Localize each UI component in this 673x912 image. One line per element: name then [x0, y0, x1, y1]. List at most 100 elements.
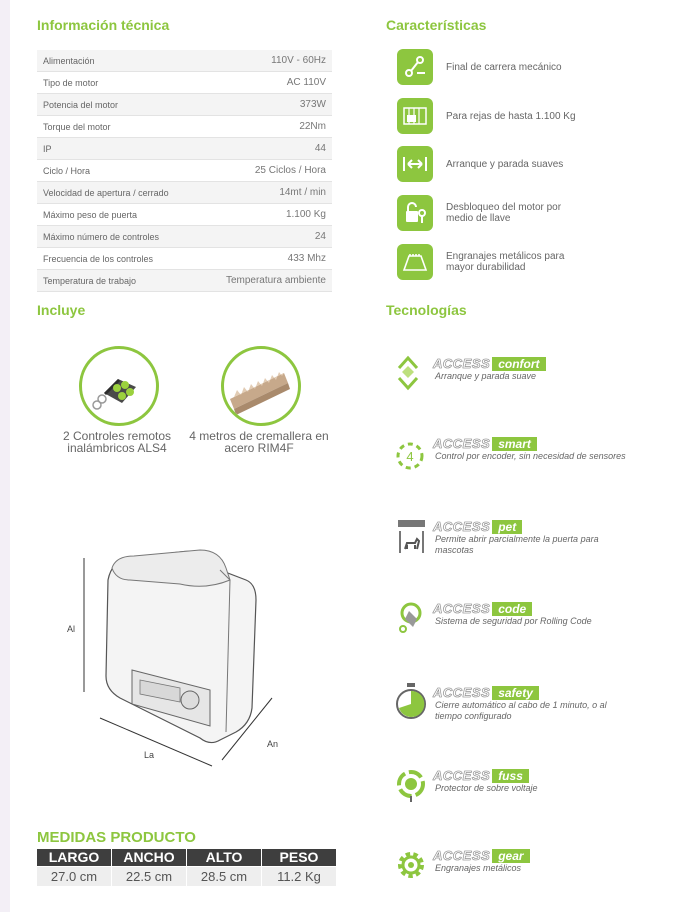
spec-label: IP [43, 143, 52, 154]
brand-tag: confort [492, 356, 546, 371]
spec-row: Máximo número de controles 24 [37, 226, 332, 248]
left-margin-strip [0, 0, 10, 912]
dimensions-table: LARGO 27.0 cm ANCHO 22.5 cm ALTO 28.5 cm… [37, 849, 336, 886]
spec-label: Frecuencia de los controles [43, 253, 154, 264]
brand-tag: code [492, 601, 533, 616]
feature-text: Para rejas de hasta 1.100 Kg [446, 110, 576, 122]
tech-desc: Permite abrir parcialmente la puerta par… [435, 534, 599, 555]
length-label: La [144, 750, 155, 760]
spec-value: 24 [314, 231, 326, 242]
spec-row: Frecuencia de los controles 433 Mhz [37, 248, 332, 270]
spec-value: 25 Ciclos / Hora [254, 165, 326, 176]
spec-label: Máximo número de controles [43, 231, 160, 242]
spec-label: Potencia del motor [43, 99, 119, 110]
key-release-icon [397, 195, 433, 231]
smart-icon: 4 [396, 442, 424, 470]
brand-tag: fuss [492, 768, 529, 783]
brand-word: ACCESS [433, 601, 491, 617]
remote-control-icon [79, 346, 159, 426]
brand-word: ACCESS [433, 848, 491, 864]
spec-row: Ciclo / Hora 25 Ciclos / Hora [37, 160, 332, 182]
tech-desc: Sistema de seguridad por Rolling Code [435, 616, 592, 626]
tech-desc: Control por encoder, sin necesidad de se… [435, 451, 626, 461]
height-label: Al [67, 624, 76, 634]
spec-value: 433 Mhz [287, 253, 326, 264]
pet-icon [398, 520, 425, 553]
tech-desc: Arranque y parada suave [435, 371, 537, 381]
brand-word: ACCESS [433, 356, 491, 372]
brand-word: ACCESS [433, 436, 491, 452]
spec-row: Temperatura de trabajo Temperatura ambien… [37, 270, 332, 292]
spec-label: Máximo peso de puerta [43, 209, 138, 220]
dimension-column: ALTO 28.5 cm [187, 849, 261, 886]
feature-item: Engranajes metálicos para mayor durabili… [397, 244, 647, 280]
fuss-icon [397, 770, 425, 802]
feature-text: Final de carrera mecánico [446, 61, 562, 73]
spec-value: Temperatura ambiente [225, 275, 326, 286]
smart-icon-digit: 4 [406, 449, 413, 464]
dimension-column: LARGO 27.0 cm [37, 849, 111, 886]
product-diagram [83, 549, 273, 767]
dimension-value: 11.2 Kg [262, 867, 336, 886]
spec-value: 373W [299, 99, 326, 110]
include-text: 4 metros de cremallera en acero RIM4F [189, 429, 329, 455]
spec-row: IP 44 [37, 138, 332, 160]
technologies-title: Tecnologías [386, 302, 467, 318]
spec-label: Velocidad de apertura / cerrado [43, 187, 169, 198]
brand-word: ACCESS [433, 768, 491, 784]
feature-item: Final de carrera mecánico [397, 49, 647, 85]
spec-label: Ciclo / Hora [43, 165, 91, 176]
feature-text: Arranque y parada suaves [446, 158, 564, 170]
safety-icon [396, 683, 426, 719]
confort-icon [397, 355, 419, 391]
spec-row: Potencia del motor 373W [37, 94, 332, 116]
spec-value: 44 [314, 143, 326, 154]
tech-desc: Engranajes metálicos [435, 863, 522, 873]
metal-gears-icon [397, 244, 433, 280]
spec-value: 1.100 Kg [285, 209, 326, 220]
feature-item: Desbloqueo del motor por medio de llave [397, 195, 647, 231]
feature-item: Para rejas de hasta 1.100 Kg [397, 98, 647, 134]
dimension-column: ANCHO 22.5 cm [112, 849, 186, 886]
tech-desc: Protector de sobre voltaje [435, 783, 538, 793]
spec-label: Temperatura de trabajo [43, 275, 137, 286]
dimension-head: PESO [262, 849, 336, 866]
spec-value: 14mt / min [279, 187, 326, 198]
brand-tag: safety [492, 685, 539, 700]
include-text: 2 Controles remotos inalámbricos ALS4 [62, 429, 172, 455]
brand-tag: smart [492, 436, 537, 451]
spec-value: 22Nm [299, 121, 326, 132]
spec-label: Tipo de motor [43, 77, 99, 88]
spec-label: Torque del motor [43, 121, 111, 132]
brand-tag: gear [492, 848, 530, 863]
gear-icon [398, 852, 424, 878]
features-title: Características [386, 17, 487, 33]
feature-text: Engranajes metálicos para mayor durabili… [446, 251, 565, 273]
limit-switch-icon [397, 49, 433, 85]
gear-rack-icon [221, 346, 301, 426]
spec-row: Torque del motor 22Nm [37, 116, 332, 138]
includes-title: Incluye [37, 302, 86, 318]
spec-label: Alimentación [43, 55, 95, 66]
dimension-column: PESO 11.2 Kg [262, 849, 336, 886]
dimension-head: ANCHO [112, 849, 186, 866]
tech-desc: Cierre automático al cabo de 1 minuto, o… [435, 700, 607, 721]
brand-word: ACCESS [433, 685, 491, 701]
tech-info-title: Información técnica [37, 17, 170, 33]
